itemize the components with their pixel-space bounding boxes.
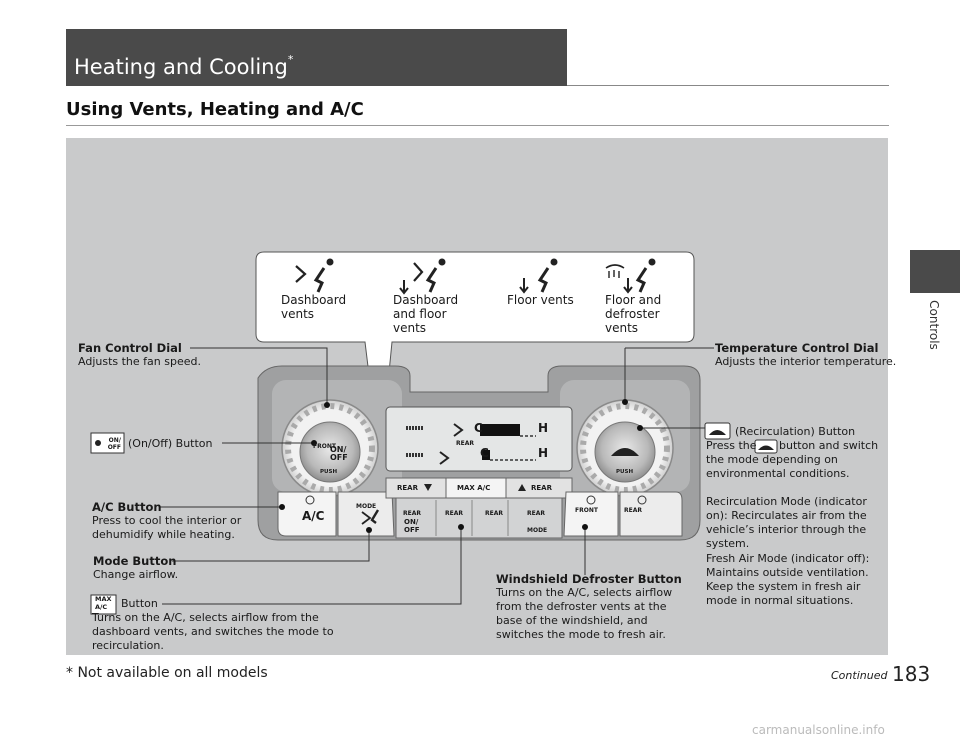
on-off-icon <box>90 432 125 454</box>
panel-label-rear-left: REAR <box>397 484 418 492</box>
display-c-rear: C <box>480 446 489 460</box>
panel-label-mode: MODE <box>356 503 377 510</box>
max-ac-callout-title: Button <box>121 597 158 610</box>
dashboard-vent-icon <box>295 258 334 293</box>
display-h-rear: H <box>538 446 549 460</box>
page-title: Heating and Cooling* <box>74 53 294 79</box>
recirc-callout-title: (Recirculation) Button <box>735 425 856 438</box>
defroster-callout-desc: Turns on the A/C, selects airflow from t… <box>496 586 673 641</box>
page-number: 183 <box>892 662 931 686</box>
panel-label-rear-on-off: ON/ OFF <box>404 518 420 534</box>
recirculation-inline-icon <box>754 439 778 454</box>
display-h-front: H <box>538 421 549 435</box>
panel-label-on-off: ON/ OFF <box>330 445 348 462</box>
panel-label-rear-mode: REAR <box>527 510 545 517</box>
vent-label-dashboard: Dashboard vents <box>281 293 347 321</box>
max-ac-icon-text: MAX A/C <box>95 595 112 611</box>
temp-dial-callout: Temperature Control Dial Adjusts the int… <box>715 341 896 369</box>
vent-label-floor-defroster: Floor and defroster vents <box>605 293 662 335</box>
fan-dial-desc: Adjusts the fan speed. <box>78 355 201 368</box>
panel-label-push-right: PUSH <box>616 469 634 475</box>
panel-label-front: FRONT <box>313 443 336 450</box>
recirc-desc-post: button and switch the mode depending on … <box>706 439 879 480</box>
mode-callout: Mode Button Change airflow. <box>93 554 178 582</box>
mode-callout-desc: Change airflow. <box>93 568 179 581</box>
panel-label-front-defrost: FRONT <box>575 507 598 514</box>
callout-leaders <box>160 347 714 605</box>
ac-button[interactable] <box>277 491 337 537</box>
panel-label-push-left: PUSH <box>320 469 338 475</box>
rear-defroster-button[interactable] <box>619 491 683 537</box>
panel-label-rear-fan-down: REAR <box>445 510 463 517</box>
floor-defroster-vent-icon <box>605 258 656 294</box>
subtitle-rule <box>66 125 889 126</box>
continued-label: Continued <box>831 669 888 682</box>
panel-label-rear-defrost: REAR <box>624 507 642 514</box>
ac-callout-desc: Press to cool the interior or dehumidify… <box>92 514 242 541</box>
floor-vent-icon <box>519 258 558 294</box>
defroster-callout: Windshield Defroster Button Turns on the… <box>496 572 696 642</box>
dashboard-floor-vent-icon <box>399 258 446 295</box>
section-subtitle: Using Vents, Heating and A/C <box>66 99 364 120</box>
rear-control-strip[interactable] <box>385 477 573 539</box>
title-bar <box>66 29 567 86</box>
climate-display <box>385 406 573 472</box>
temperature-control-dial[interactable] <box>576 399 674 497</box>
recirculation-icon <box>704 422 731 440</box>
on-off-icon-text: ON/ OFF <box>107 437 121 451</box>
temp-dial-title: Temperature Control Dial <box>715 341 879 355</box>
panel-label-rear-onoff: REAR <box>403 510 421 517</box>
recirc-mode-desc: Recirculation Mode (indicator on): Recir… <box>706 495 867 550</box>
title-footnote-mark: * <box>287 53 294 66</box>
ac-callout: A/C Button Press to cool the interior or… <box>92 500 242 542</box>
fan-dial-callout: Fan Control Dial Adjusts the fan speed. <box>78 341 201 369</box>
panel-label-max-ac: MAX A/C <box>457 484 491 492</box>
mode-callout-title: Mode Button <box>93 554 177 568</box>
fan-control-dial[interactable] <box>281 399 379 497</box>
callout-dots <box>279 399 643 533</box>
watermark: carmanualsonline.info <box>752 723 885 737</box>
mode-button[interactable] <box>337 491 395 537</box>
panel-label-rear-right: REAR <box>531 484 552 492</box>
side-tab[interactable] <box>910 250 960 293</box>
ac-callout-title: A/C Button <box>92 500 162 514</box>
title-rule <box>567 85 889 86</box>
panel-label-ac: A/C <box>302 509 325 523</box>
display-c-front: C <box>474 421 483 435</box>
panel-label-rear-fan-up: REAR <box>485 510 503 517</box>
on-off-callout-title: (On/Off) Button <box>128 437 213 450</box>
panel-label-rear-mode-text: MODE <box>527 527 548 534</box>
fan-dial-title: Fan Control Dial <box>78 341 182 355</box>
display-rear-tag: REAR <box>456 440 474 447</box>
windshield-defroster-button[interactable] <box>563 491 619 537</box>
temp-dial-desc: Adjusts the interior temperature. <box>715 355 897 368</box>
fresh-mode-desc: Fresh Air Mode (indicator off): Maintain… <box>706 552 870 607</box>
footnote: * Not available on all models <box>66 665 268 681</box>
vent-label-dashboard-floor: Dashboard and floor vents <box>393 293 459 335</box>
max-ac-callout-desc: Turns on the A/C, selects airflow from t… <box>92 611 334 652</box>
defroster-callout-title: Windshield Defroster Button <box>496 572 682 586</box>
vent-label-floor: Floor vents <box>507 293 574 307</box>
recirc-desc-pre: Press the <box>706 439 757 452</box>
max-ac-icon <box>90 594 117 615</box>
